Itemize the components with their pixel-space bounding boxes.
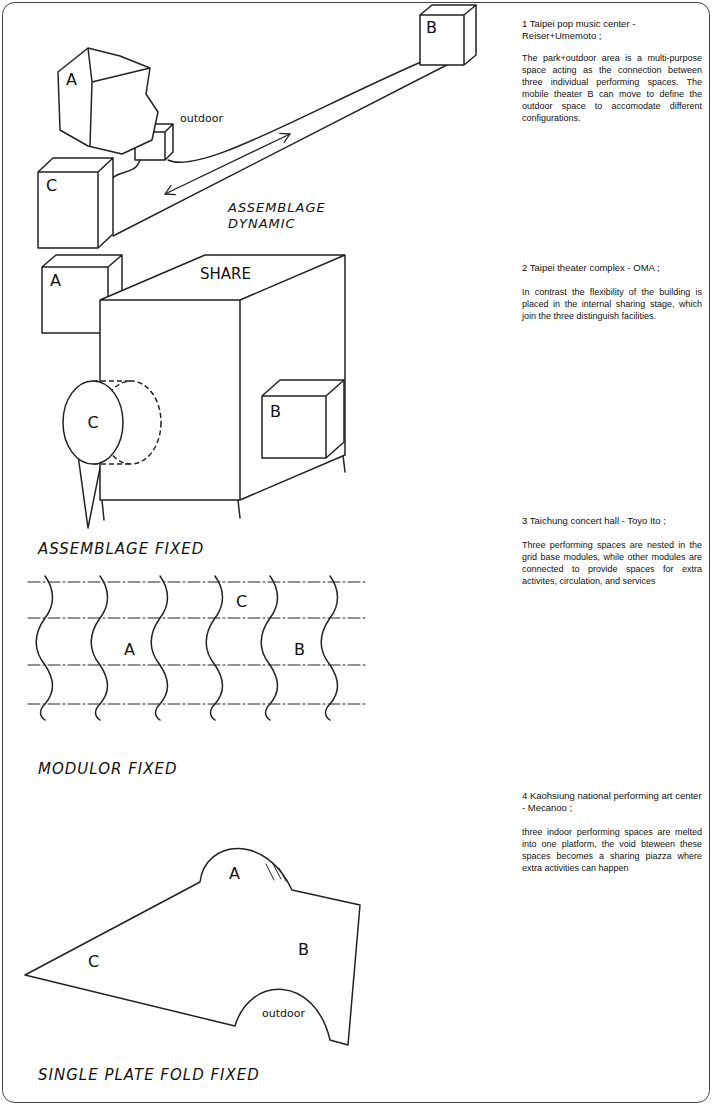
space-letter-box: A [229,864,240,883]
space-letter-box: C [236,592,247,611]
project-heading-box: 3 Taichung concert hall - Toyo Ito ; [522,515,702,527]
outdoor-edge [168,62,421,162]
space-letter: B [270,402,281,421]
project-description: three indoor performing spaces are melte… [522,826,702,875]
project-heading: 1 Taipei pop music center - Reiser+Umemo… [522,18,702,42]
venue-block: A [50,42,160,157]
cube-outline [420,5,476,65]
blob-outline [58,48,158,154]
folded-plate [25,849,360,1046]
path-line [113,160,140,178]
concept-caption-box: ASSEMBLAGE FIXED [38,540,204,558]
space-letter: C [87,413,98,432]
project-heading-box: 4 Kaohsiung national performing art cent… [522,790,702,814]
fold-shading [266,862,286,881]
concept-caption-box: SINGLE PLATE FOLD FIXED [38,1066,260,1084]
space-letter: B [426,18,437,37]
mobile-theater-box: B [420,5,476,65]
project-heading-box: 1 Taipei pop music center - Reiser+Umemo… [522,18,702,42]
space-letter: A [66,70,77,89]
project-description-box: three indoor performing spaces are melte… [522,826,702,875]
space-letter: SHARE [200,265,251,283]
area-label-box: outdoor [180,112,223,125]
project-description-box: The park+outdoor area is a multi-purpose… [522,52,702,125]
concept-caption: ASSEMBLAGE FIXED [38,540,204,558]
arrow-head [280,133,290,142]
area-label: outdoor [262,1007,305,1020]
project-heading: 3 Taichung concert hall - Toyo Ito ; [522,515,702,527]
concept-caption-box: ASSEMBLAGE DYNAMIC [228,200,348,231]
page-frame [3,3,710,1103]
project-description: The park+outdoor area is a multi-purpose… [522,52,702,125]
space-letter: A [229,864,240,883]
cube-outline [100,255,345,500]
project-description: In contrast the flexibility of the build… [522,286,702,322]
space-letter-box: A [124,640,135,659]
space-letter: C [236,592,247,611]
project-heading: 4 Kaohsiung national performing art cent… [522,790,702,814]
project-description: Three performing spaces are nested in th… [522,539,702,588]
cyl-outline [62,380,162,465]
concept-caption: SINGLE PLATE FOLD FIXED [38,1066,260,1084]
space-letter: C [88,952,99,971]
project-heading: 2 Taipei theater complex - OMA ; [522,262,702,274]
space-letter-box: C [88,952,99,971]
cube-outline [262,380,344,458]
module-curve [36,576,338,720]
cube-outline [38,158,113,248]
movement-arrow [165,134,290,194]
project-heading-box: 2 Taipei theater complex - OMA ; [522,262,702,274]
concept-caption-box: MODULOR FIXED [38,760,178,778]
arrow-head [165,186,175,195]
space-letter: A [124,640,135,659]
space-letter: B [294,640,305,659]
grid-line [28,582,368,704]
blob-outline [50,42,160,157]
space-letter: B [298,940,309,959]
cylinder-end [63,381,123,464]
venue-box: C [38,158,113,248]
concept-caption: MODULOR FIXED [38,760,178,778]
cone-spike [78,455,102,528]
venue-box: B [262,380,344,458]
area-label: outdoor [180,112,223,125]
area-label-box: outdoor [262,1007,305,1020]
space-letter-box: B [294,640,305,659]
blob-edge [88,48,150,146]
space-letter: C [46,176,57,195]
outdoor-edge [113,50,476,236]
venue-cylinder: C [62,380,162,465]
concept-caption: ASSEMBLAGE DYNAMIC [228,200,348,231]
space-letter: A [50,271,61,290]
cube-outline [38,158,113,248]
project-description-box: Three performing spaces are nested in th… [522,539,702,588]
space-letter-box: B [298,940,309,959]
project-description-box: In contrast the flexibility of the build… [522,286,702,322]
